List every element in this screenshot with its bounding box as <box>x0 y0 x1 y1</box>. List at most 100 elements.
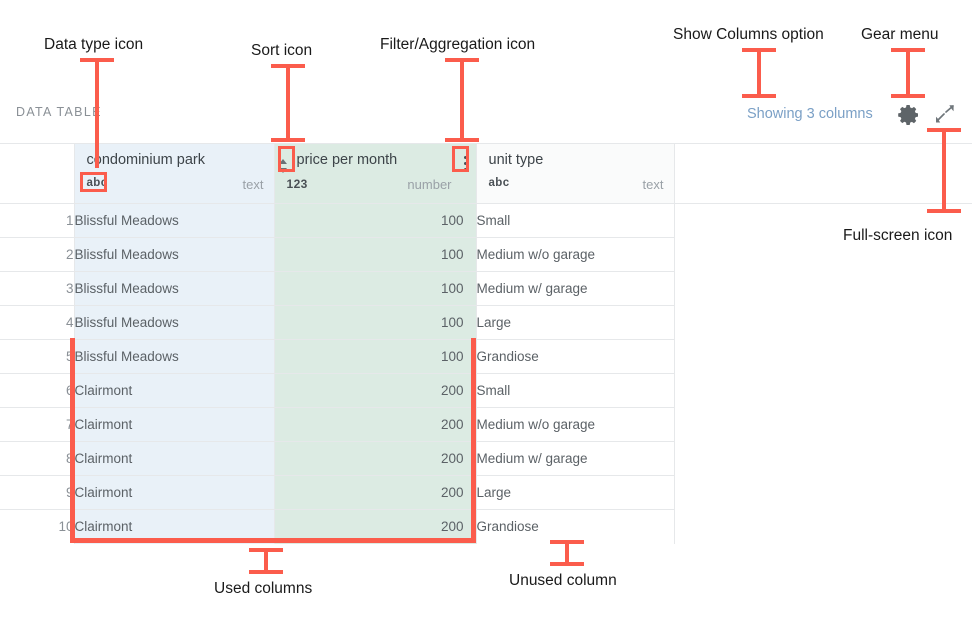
annotation-bracket-used-columns <box>70 338 476 543</box>
table-row[interactable]: 9 Clairmont 200 Large <box>0 475 972 510</box>
row-number-header <box>0 143 75 204</box>
cell-price-per-month: 200 <box>274 475 477 510</box>
annotation-stem <box>906 48 910 96</box>
cell-condominium-park: Blissful Meadows <box>74 271 275 306</box>
table-row[interactable]: 10 Clairmont 200 Grandiose <box>0 509 972 544</box>
cell-condominium-park: Blissful Meadows <box>74 339 275 374</box>
data-type-icon-abc: abc <box>488 177 510 189</box>
cell-condominium-park: Blissful Meadows <box>74 305 275 340</box>
table-row[interactable]: 1 Blissful Meadows 100 Small <box>0 203 972 238</box>
page-title: DATA TABLE <box>16 105 102 119</box>
annotation-stem <box>460 58 464 140</box>
table-toolbar <box>0 95 972 143</box>
column-header-unit-type[interactable]: unit type abc text <box>476 143 675 204</box>
annotation-cap <box>271 138 305 142</box>
cell-price-per-month: 200 <box>274 407 477 442</box>
annotation-cap <box>891 94 925 98</box>
cell-unit-type: Large <box>476 305 675 340</box>
data-type-icon-123: 123 <box>286 177 308 191</box>
row-filler <box>674 237 972 272</box>
annotation-stem <box>757 48 761 96</box>
row-number: 6 <box>0 373 75 408</box>
cell-condominium-park: Blissful Meadows <box>74 237 275 272</box>
annotation-stem <box>286 64 290 140</box>
annotation-bracket-left <box>70 338 75 543</box>
cell-unit-type: Small <box>476 203 675 238</box>
annotation-label-data-type-icon: Data type icon <box>44 36 144 53</box>
gear-icon <box>898 105 918 125</box>
annotation-label-filter-aggregation-icon: Filter/Aggregation icon <box>380 36 536 53</box>
column-type-label: text <box>242 177 264 192</box>
row-number: 1 <box>0 203 75 238</box>
annotation-stem <box>95 58 99 168</box>
row-number: 4 <box>0 305 75 340</box>
annotation-cap <box>445 138 479 142</box>
cell-unit-type: Medium w/o garage <box>476 237 675 272</box>
annotation-stem <box>264 548 268 574</box>
annotation-box-data-type-icon <box>80 172 107 192</box>
row-filler <box>674 407 972 442</box>
annotation-stem <box>565 540 569 566</box>
column-type-label: number <box>407 177 452 192</box>
column-title: price per month <box>296 152 398 168</box>
table-row[interactable]: 7 Clairmont 200 Medium w/o garage <box>0 407 972 442</box>
cell-unit-type: Grandiose <box>476 509 675 544</box>
table-row[interactable]: 8 Clairmont 200 Medium w/ garage <box>0 441 972 476</box>
table-row[interactable]: 6 Clairmont 200 Small <box>0 373 972 408</box>
column-title: condominium park <box>86 152 205 168</box>
annotation-label-show-columns: Show Columns option <box>673 26 824 43</box>
annotation-box-filter-icon <box>452 146 469 172</box>
column-title: unit type <box>488 152 544 168</box>
column-type-label: text <box>642 177 664 192</box>
fullscreen-expand-icon <box>936 105 954 123</box>
cell-price-per-month: 100 <box>274 203 477 238</box>
cell-price-per-month: 100 <box>274 305 477 340</box>
row-number: 10 <box>0 509 75 544</box>
row-filler <box>674 271 972 306</box>
annotation-box-sort-icon <box>278 146 295 172</box>
annotation-bracket-bottom <box>70 538 476 543</box>
row-filler <box>674 305 972 340</box>
column-header-condominium-park[interactable]: condominium park abc text <box>74 143 275 204</box>
row-number: 3 <box>0 271 75 306</box>
cell-price-per-month: 100 <box>274 271 477 306</box>
annotation-cap <box>742 94 776 98</box>
cell-condominium-park: Clairmont <box>74 407 275 442</box>
table-row[interactable]: 5 Blissful Meadows 100 Grandiose <box>0 339 972 374</box>
cell-price-per-month: 100 <box>274 237 477 272</box>
row-filler <box>674 441 972 476</box>
annotation-bracket-right <box>471 338 476 543</box>
table-row[interactable]: 4 Blissful Meadows 100 Large <box>0 305 972 340</box>
cell-unit-type: Large <box>476 475 675 510</box>
annotation-label-full-screen-icon: Full-screen icon <box>843 227 953 244</box>
row-number: 2 <box>0 237 75 272</box>
row-number: 5 <box>0 339 75 374</box>
table-body: 1 Blissful Meadows 100 Small 2 Blissful … <box>0 203 972 544</box>
cell-unit-type: Medium w/ garage <box>476 441 675 476</box>
annotation-cap <box>550 562 584 566</box>
kebab-dot <box>464 156 467 159</box>
row-filler <box>674 373 972 408</box>
table-row[interactable]: 3 Blissful Meadows 100 Medium w/ garage <box>0 271 972 306</box>
cell-unit-type: Grandiose <box>476 339 675 374</box>
row-number: 8 <box>0 441 75 476</box>
annotation-stem <box>942 128 946 212</box>
cell-unit-type: Medium w/ garage <box>476 271 675 306</box>
column-header-price-per-month[interactable]: price per month 123 number <box>274 143 477 204</box>
cell-condominium-park: Clairmont <box>74 475 275 510</box>
gear-menu-button[interactable] <box>897 103 921 127</box>
data-type-icon-abc: abc <box>86 177 108 189</box>
annotation-label-unused-column: Unused column <box>509 572 617 589</box>
cell-condominium-park: Blissful Meadows <box>74 203 275 238</box>
row-filler <box>674 339 972 374</box>
table-row[interactable]: 2 Blissful Meadows 100 Medium w/o garage <box>0 237 972 272</box>
cell-condominium-park: Clairmont <box>74 373 275 408</box>
cell-condominium-park: Clairmont <box>74 509 275 544</box>
annotation-cap <box>927 209 961 213</box>
annotation-label-sort-icon: Sort icon <box>251 42 313 59</box>
show-columns-option[interactable]: Showing 3 columns <box>747 106 873 122</box>
data-table: condominium park abc text price per mont… <box>0 143 972 544</box>
annotation-cap <box>249 570 283 574</box>
fullscreen-button[interactable] <box>932 103 958 127</box>
